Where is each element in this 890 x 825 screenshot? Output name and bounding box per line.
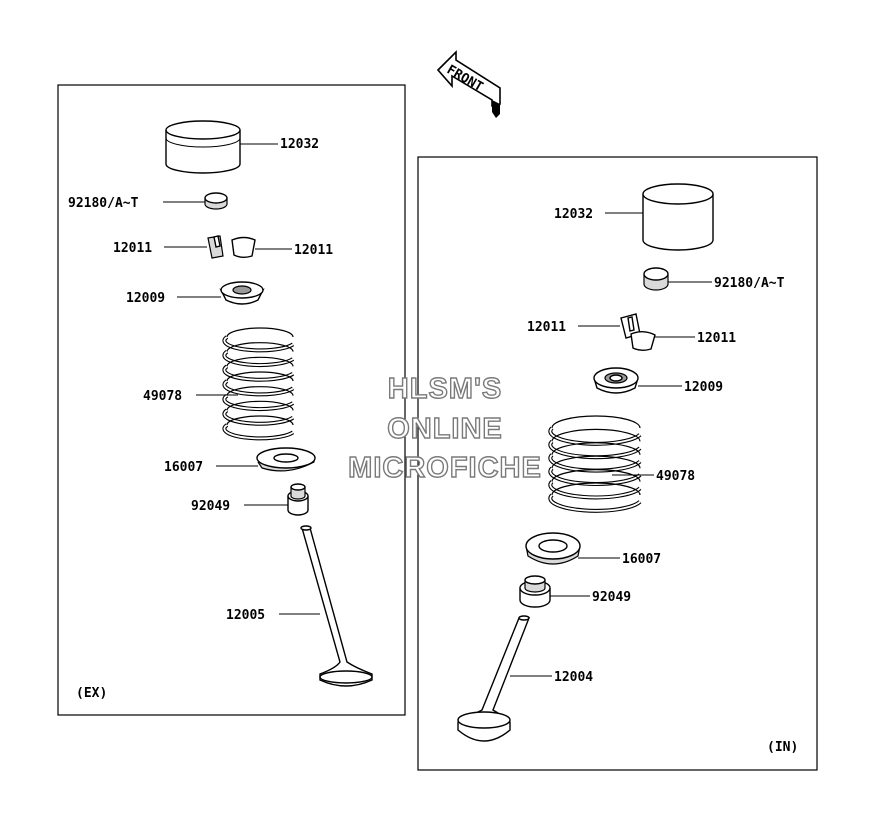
watermark-line-3: MICROFICHE <box>348 452 542 484</box>
intake-keeper-left-label: 12011 <box>527 320 566 335</box>
intake-spring-label: 49078 <box>656 469 695 484</box>
exhaust-panel-tag: (EX) <box>76 686 107 701</box>
intake-valve-label: 12004 <box>554 670 593 685</box>
intake-tappet-label: 12032 <box>554 207 593 222</box>
exhaust-tappet <box>165 120 241 174</box>
intake-keeper-right-label: 12011 <box>697 331 736 346</box>
exhaust-tappet-label: 12032 <box>280 137 319 152</box>
intake-valve <box>457 615 531 742</box>
intake-retainer-label: 12009 <box>684 380 723 395</box>
intake-panel: 12032 92180/A~T 12011 12011 12009 <box>417 156 818 771</box>
intake-panel-tag: (IN) <box>767 740 798 755</box>
exhaust-keeper-right-label: 12011 <box>294 243 333 258</box>
intake-panel-frame <box>417 156 818 771</box>
exhaust-panel-frame <box>57 84 406 716</box>
exhaust-retainer <box>219 281 265 305</box>
exhaust-shim-label: 92180/A~T <box>68 196 139 211</box>
intake-stem-seal <box>519 575 551 608</box>
exhaust-keeper-left <box>207 235 224 259</box>
intake-retainer <box>593 367 639 394</box>
exhaust-retainer-label: 12009 <box>126 291 165 306</box>
intake-seat-label: 16007 <box>622 552 661 567</box>
exhaust-keeper-right <box>231 236 256 258</box>
exhaust-spring-seat <box>256 447 316 472</box>
exhaust-valve-spring <box>222 327 295 441</box>
exhaust-panel: 12032 92180/A~T 12011 12011 12009 <box>57 84 406 716</box>
watermark: HLSM'S ONLINE MICROFICHE <box>347 372 542 484</box>
intake-valve-spring <box>548 415 642 513</box>
intake-keeper-right <box>630 331 656 351</box>
intake-shim-label: 92180/A~T <box>714 276 785 291</box>
exhaust-valve <box>300 525 373 687</box>
intake-shim <box>643 267 669 291</box>
intake-seal-label: 92049 <box>592 590 631 605</box>
intake-tappet <box>642 183 714 251</box>
watermark-line-1: HLSM'S <box>388 373 502 405</box>
front-arrow-icon: FRONT <box>436 50 501 118</box>
exhaust-seal-label: 92049 <box>191 499 230 514</box>
watermark-line-2: ONLINE <box>387 413 503 445</box>
exhaust-spring-label: 49078 <box>143 389 182 404</box>
intake-spring-seat <box>525 532 581 565</box>
exhaust-shim <box>204 192 228 210</box>
exhaust-keeper-left-label: 12011 <box>113 241 152 256</box>
exhaust-valve-label: 12005 <box>226 608 265 623</box>
exhaust-seat-label: 16007 <box>164 460 203 475</box>
exhaust-stem-seal <box>287 483 309 516</box>
